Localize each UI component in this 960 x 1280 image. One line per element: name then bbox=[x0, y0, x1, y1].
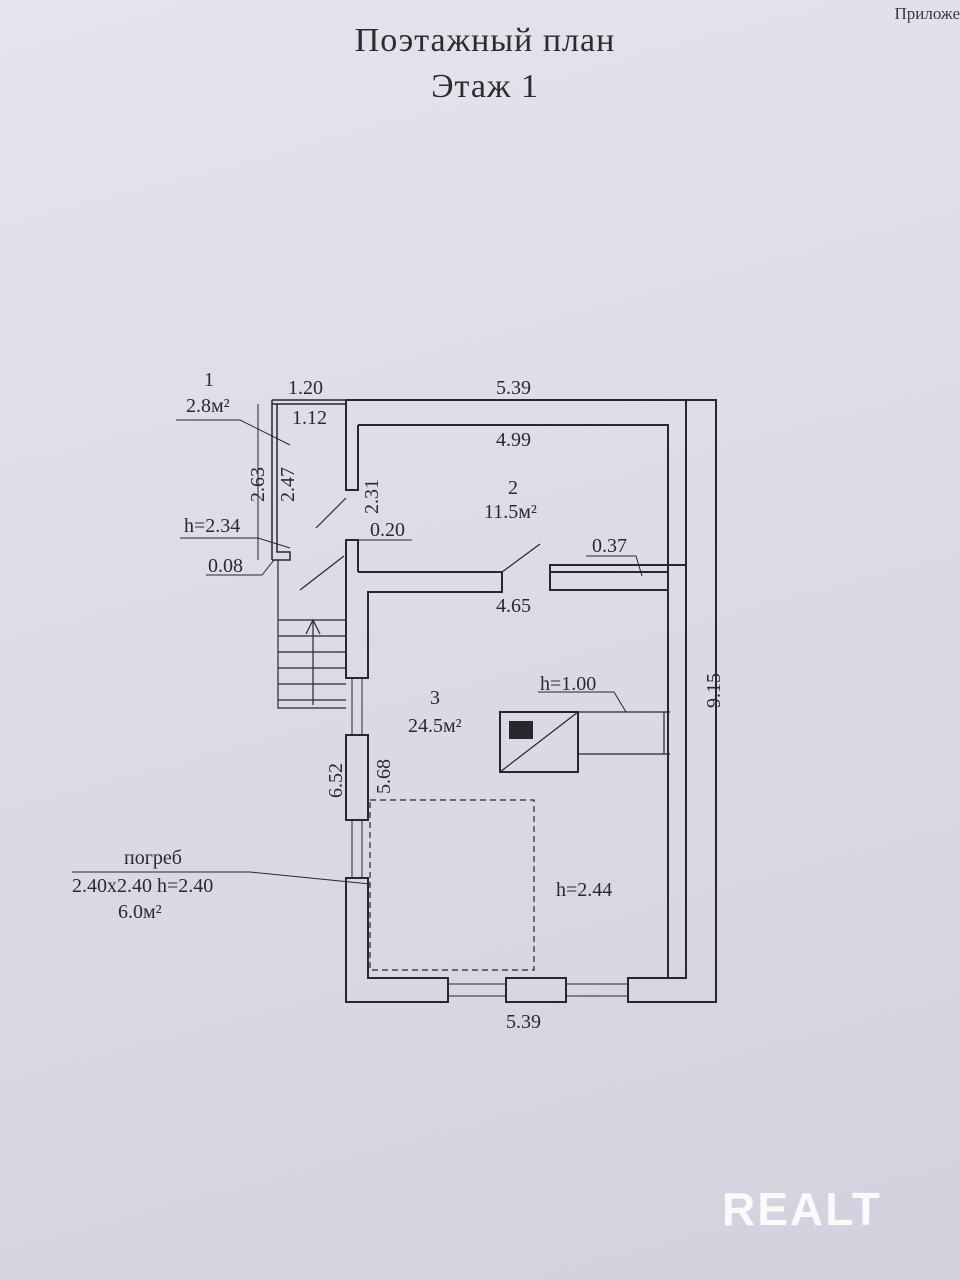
dim-wall-037: 0.37 bbox=[592, 535, 627, 557]
dim-side-overall: 9.15 bbox=[703, 673, 725, 708]
dim-vest-height-inner: 2.47 bbox=[277, 467, 299, 502]
dim-wall-020: 0.20 bbox=[370, 519, 405, 541]
room3-number: 3 bbox=[430, 687, 440, 709]
cellar-label: погреб bbox=[124, 847, 182, 869]
partition-2-3 bbox=[345, 539, 503, 679]
bottom-pier bbox=[505, 977, 567, 1003]
bottom-window-right bbox=[566, 983, 628, 997]
dim-top-overall: 5.39 bbox=[496, 377, 531, 399]
stairs bbox=[278, 619, 346, 701]
dim-bottom-overall: 5.39 bbox=[506, 1011, 541, 1033]
height-vestibule: h=2.34 bbox=[184, 515, 240, 537]
stove-flue bbox=[509, 721, 533, 739]
h234-leader bbox=[180, 537, 291, 549]
realt-logo: REALT bbox=[722, 1183, 882, 1235]
room1-number: 1 bbox=[204, 369, 214, 391]
dim-room2-depth: 2.31 bbox=[361, 479, 383, 514]
vestibule-lower bbox=[277, 560, 346, 709]
partition-wall bbox=[345, 400, 359, 491]
room3-area: 24.5м² bbox=[408, 715, 462, 737]
dim-vest-height-outer: 2.63 bbox=[247, 467, 269, 502]
height-room3: h=2.44 bbox=[556, 879, 612, 901]
dim-side-inner: 5.68 bbox=[373, 759, 395, 794]
room3-left-wall bbox=[345, 734, 369, 821]
cellar-area: 6.0м² bbox=[118, 901, 162, 923]
stove bbox=[499, 711, 579, 773]
dim-vest-inner: 1.12 bbox=[292, 407, 327, 429]
dim-room3-width: 4.65 bbox=[496, 595, 531, 617]
room3-left-wall-lower bbox=[345, 877, 449, 1003]
floor-title: Этаж 1 bbox=[431, 68, 539, 105]
stove-bench bbox=[578, 711, 670, 755]
left-window-lower bbox=[351, 820, 363, 878]
cellar-size: 2.40x2.40 h=2.40 bbox=[72, 875, 213, 897]
room2-area: 11.5м² bbox=[484, 501, 537, 523]
left-window-upper bbox=[351, 678, 363, 735]
stairs-arrow bbox=[305, 618, 321, 705]
outer-wall bbox=[346, 399, 717, 1003]
door-swing-room2 bbox=[501, 543, 541, 573]
dim-vest-outer: 1.20 bbox=[288, 377, 323, 399]
stove-diagonal bbox=[499, 711, 579, 773]
room1-area: 2.8м² bbox=[186, 395, 230, 417]
door-swing-vestibule bbox=[315, 497, 347, 529]
cellar-outline bbox=[369, 799, 535, 971]
dim-room2-width: 4.99 bbox=[496, 429, 531, 451]
dim-side-outer: 6.52 bbox=[325, 763, 347, 798]
cellar-leader bbox=[72, 871, 371, 885]
door-swing-stairs bbox=[299, 555, 345, 591]
height-stove: h=1.00 bbox=[540, 673, 596, 695]
room2-number: 2 bbox=[508, 477, 518, 499]
plan-title: Поэтажный план bbox=[354, 22, 616, 59]
room1-leader bbox=[176, 419, 291, 446]
h100-leader bbox=[538, 691, 627, 713]
room2-walls bbox=[358, 424, 716, 1003]
w037-leader bbox=[586, 555, 643, 577]
bottom-window-left bbox=[448, 983, 506, 997]
w008-leader bbox=[206, 559, 275, 576]
dim-wall-008: 0.08 bbox=[208, 555, 243, 577]
corner-note: Приложе bbox=[894, 4, 960, 23]
